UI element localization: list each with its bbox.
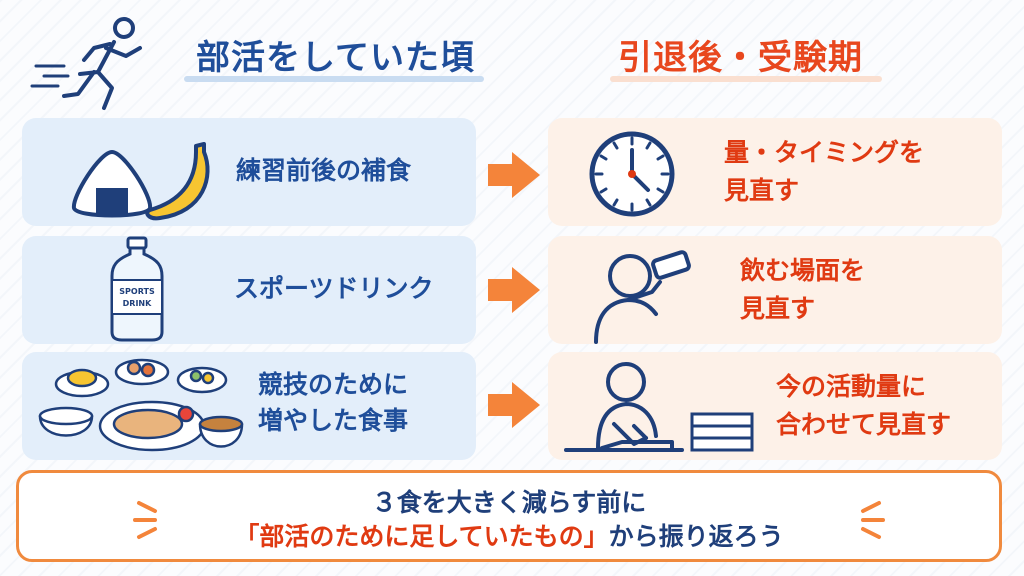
- summary-box: ３食を大きく減らす前に 「部活のために足していたもの」から振り返ろう: [16, 470, 1002, 562]
- row3-right-line1: 今の活動量に: [776, 372, 927, 401]
- arrow-right-icon: [488, 152, 540, 198]
- header-after-underline: [610, 76, 882, 82]
- row1-right-line2: 見直す: [724, 176, 800, 205]
- bottle-label-line2: DRINK: [123, 299, 152, 308]
- onigiri-icon: [71, 150, 153, 218]
- row3-left-line1: 競技のために: [258, 370, 409, 399]
- header-after: 引退後・受験期: [618, 38, 863, 78]
- summary-highlight: 「部活のために足していたもの」: [234, 522, 609, 551]
- arrow-right-icon: [488, 267, 540, 313]
- person-studying-icon: [564, 362, 754, 452]
- summary-line2-rest: から振り返ろう: [608, 522, 784, 551]
- clock-icon: [589, 131, 675, 217]
- row2-right-card: 飲む場面を 見直す: [548, 236, 1002, 344]
- runner-icon: [30, 17, 142, 110]
- person-drinking-icon: [594, 250, 691, 344]
- header-before: 部活をしていた頃: [196, 38, 475, 78]
- row1-left-label: 練習前後の補食: [236, 156, 412, 185]
- row1-left-card: 練習前後の補食: [22, 118, 476, 226]
- row2-left-label: スポーツドリンク: [234, 274, 434, 303]
- row1-right-card: 量・タイミングを 見直す: [548, 118, 1002, 226]
- meal-set-icon: [38, 358, 244, 452]
- banana-icon: [145, 142, 210, 221]
- row1-right-line1: 量・タイミングを: [724, 138, 925, 167]
- header-before-underline: [184, 76, 484, 82]
- row3-right-card: 今の活動量に 合わせて見直す: [548, 352, 1002, 460]
- summary-line2: 「部活のために足していたもの」から振り返ろう: [19, 517, 999, 553]
- row2-right-line1: 飲む場面を: [740, 256, 866, 285]
- sports-drink-bottle-icon: SPORTS DRINK: [110, 236, 164, 342]
- left-spark-icon: [133, 501, 157, 539]
- summary-line1: ３食を大きく減らす前に: [371, 488, 647, 517]
- right-spark-icon: [861, 501, 885, 539]
- row3-right-line2: 合わせて見直す: [776, 410, 952, 439]
- row3-left-card: 競技のために 増やした食事: [22, 352, 476, 460]
- bottle-label-line1: SPORTS: [119, 287, 155, 296]
- row3-left-line2: 増やした食事: [258, 406, 409, 435]
- row2-right-line2: 見直す: [740, 294, 816, 323]
- arrow-right-icon: [488, 382, 540, 428]
- row2-left-card: SPORTS DRINK スポーツドリンク: [22, 236, 476, 344]
